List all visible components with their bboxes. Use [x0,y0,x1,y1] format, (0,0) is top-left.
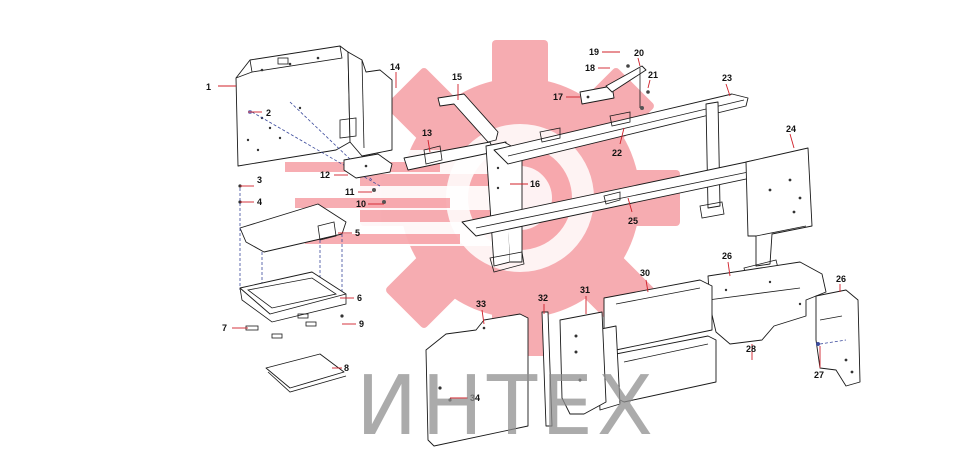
part-16-post [485,141,525,273]
callout-17: 17 [553,92,563,102]
callout-24: 24 [786,124,796,134]
callout-15: 15 [452,72,462,82]
part-6-tray-frame [239,271,347,339]
callout-28: 28 [746,344,756,354]
callout-34: 34 [470,393,480,403]
callout-13: 13 [422,128,432,138]
callout-31: 31 [580,285,590,295]
callout-1: 1 [206,82,211,92]
part-24-plate [743,147,813,277]
callout-labels: 1 2 3 4 5 6 7 8 9 10 11 12 13 14 15 16 1… [206,47,846,403]
callout-16: 16 [530,179,540,189]
callout-32: 32 [538,293,548,303]
part-22-long-rail [493,93,749,165]
callout-4: 4 [257,197,262,207]
part-33-panel [425,313,529,447]
callout-3: 3 [257,175,262,185]
callout-2: 2 [266,108,271,118]
part-1-panel [235,45,393,167]
callout-19: 19 [589,47,599,57]
callout-11: 11 [345,187,355,197]
part-10-11-fasteners [372,188,386,204]
watermark-text: ИНТЕХ [356,359,658,454]
part-8-plate [265,353,347,393]
callout-9: 9 [359,319,364,329]
part-31-bracket [559,311,607,415]
part-30-panel-stack [595,279,717,411]
part-18-20-arm [605,64,650,110]
part-17-link [579,85,615,105]
callout-23: 23 [722,73,732,83]
callout-20: 20 [634,48,644,58]
callout-33: 33 [476,299,486,309]
callout-27: 27 [814,370,824,380]
leader-lines [218,51,841,399]
callout-22: 22 [612,148,622,158]
part-12-bracket [343,153,393,179]
callout-5: 5 [355,228,360,238]
callout-8: 8 [344,363,349,373]
callout-21: 21 [648,70,658,80]
callout-12: 12 [320,170,330,180]
callout-26-right: 26 [836,274,846,284]
part-28-cover [707,261,827,360]
callout-26-top: 26 [722,251,732,261]
part-15-strut [437,93,499,143]
callout-14: 14 [390,62,400,72]
callout-30: 30 [640,268,650,278]
callout-10: 10 [356,199,366,209]
part-32-rod [541,311,553,427]
part-26-side-bracket [815,289,861,387]
callout-25: 25 [628,216,638,226]
callout-6: 6 [357,293,362,303]
part-23-upright [699,101,725,219]
callout-7: 7 [222,323,227,333]
callout-18: 18 [585,63,595,73]
